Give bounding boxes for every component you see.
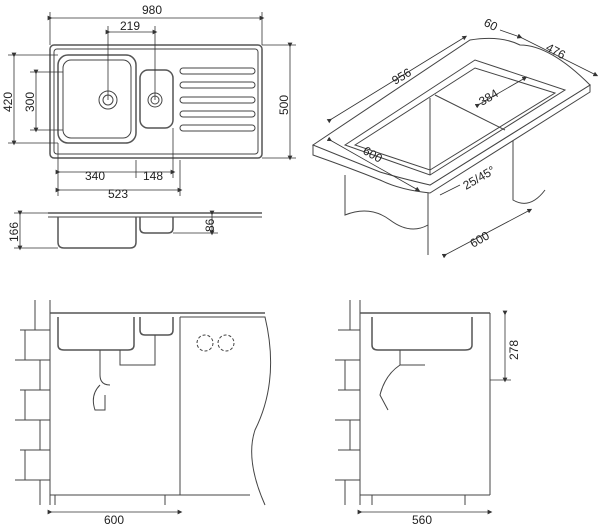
dim-300: 300 xyxy=(23,92,37,112)
dim-420: 420 xyxy=(1,92,15,112)
dim-600-front: 600 xyxy=(104,513,124,527)
dim-219: 219 xyxy=(120,19,140,33)
dim-340: 340 xyxy=(85,169,105,183)
small-bowl xyxy=(139,69,174,129)
dim-166: 166 xyxy=(7,222,21,242)
front-cabinet-view: 600 xyxy=(15,300,272,527)
top-view: 980 219 420 300 500 340 148 523 xyxy=(1,3,296,201)
brick-wall-side xyxy=(335,300,361,505)
dim-86: 86 xyxy=(203,218,217,232)
main-bowl xyxy=(57,54,137,144)
dim-500: 500 xyxy=(277,95,291,115)
brick-wall xyxy=(15,300,51,505)
side-cabinet-view: 278 560 xyxy=(335,300,521,527)
dim-523: 523 xyxy=(108,187,128,201)
dim-60: 60 xyxy=(482,15,501,34)
section-view: 166 86 xyxy=(7,210,262,251)
dim-560: 560 xyxy=(412,513,432,527)
dim-148: 148 xyxy=(143,169,163,183)
drainer-grooves xyxy=(179,67,256,132)
dim-278: 278 xyxy=(507,340,521,360)
isometric-view: 956 60 476 384 600 25/45° 600 xyxy=(311,15,599,259)
dim-980: 980 xyxy=(142,3,162,17)
